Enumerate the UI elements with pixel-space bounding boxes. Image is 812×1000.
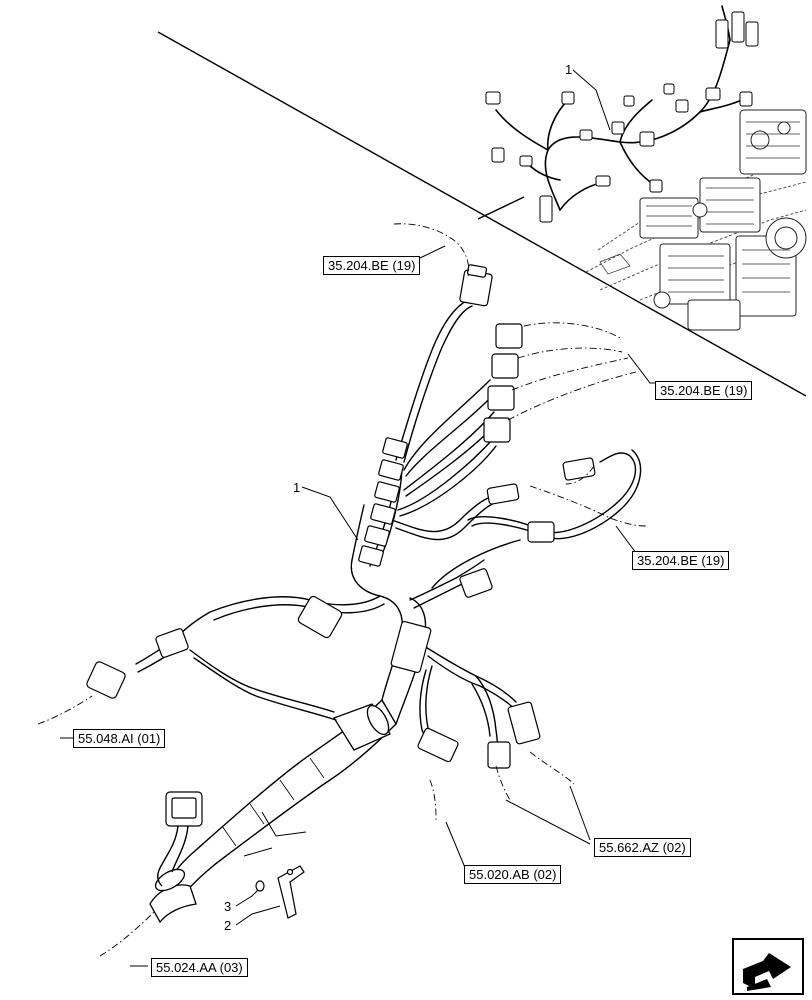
tractor-engine-block: [639, 109, 807, 331]
reference-box-top[interactable]: 35.204.BE (19): [323, 256, 421, 275]
callout-item-2: 2: [224, 918, 232, 933]
main-harness-trunk-corrugation: [221, 757, 325, 847]
main-harness-bundle: [135, 299, 642, 757]
callout-item-1-main: 1: [293, 480, 301, 495]
main-harness-sleeves: [149, 703, 391, 924]
callout-item-3: 3: [224, 899, 232, 914]
main-harness-connectors: [86, 264, 596, 827]
reference-box-right-upper[interactable]: 35.204.BE (19): [655, 381, 753, 400]
callout-item-1-inset: 1: [565, 62, 573, 77]
inset-harness-connectors: [485, 11, 759, 223]
reference-box-left[interactable]: 55.048.AI (01): [73, 729, 166, 748]
reference-leaders-solid: [60, 69, 660, 967]
reference-leaders-dashed: [37, 223, 647, 957]
reference-box-bottom-mid[interactable]: 55.020.AB (02): [464, 865, 562, 884]
tractor-engine-details: [599, 121, 800, 293]
bottom-left-connector-cable: [157, 825, 189, 887]
reference-box-bottom-left[interactable]: 55.024.AA (03): [151, 958, 248, 977]
inset-divider: [157, 31, 807, 397]
bracket: [255, 865, 305, 919]
reference-box-bottom-mid-right[interactable]: 55.662.AZ (02): [594, 838, 691, 857]
reference-box-right-mid[interactable]: 35.204.BE (19): [632, 551, 730, 570]
next-page-arrow-icon[interactable]: [732, 938, 804, 995]
